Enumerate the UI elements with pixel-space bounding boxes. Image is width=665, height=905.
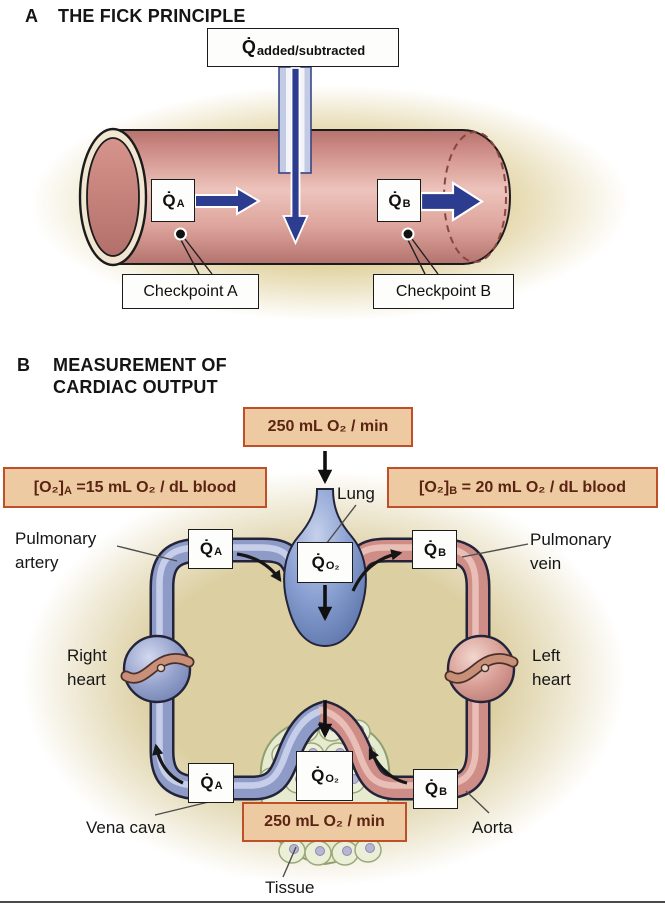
aorta-label: Aorta — [472, 818, 513, 837]
right-heart-pump — [120, 634, 195, 704]
qa-box-panel-a: Q̇A — [151, 179, 195, 222]
qo2-box-lung: Q̇O₂ — [297, 542, 353, 583]
q-added-subtracted-box: Q̇added/subtracted — [207, 28, 399, 67]
o2-concentration-a-box: [O₂]A =15 mL O₂ / dL blood — [3, 467, 267, 508]
qb-box-pulmonary: Q̇B — [412, 530, 457, 569]
cylinder-near-end-lumen — [86, 137, 140, 257]
q-added-symbol: Q̇ — [241, 37, 256, 57]
checkpoint-a-pointer — [180, 238, 213, 275]
panel-b-title-line1: MEASUREMENT OF — [53, 355, 227, 375]
o2-added-box: 250 mL O₂ / min — [243, 407, 413, 447]
tissue-label: Tissue — [265, 878, 315, 897]
o2-consumed-box: 250 mL O₂ / min — [242, 802, 407, 842]
qb-box-panel-a: Q̇B — [377, 179, 421, 222]
checkpoint-b-pointer — [407, 238, 439, 275]
panel-a-letter: A — [25, 6, 39, 26]
blood-flow-arrows — [152, 549, 408, 785]
checkpoint-b-label-box: Checkpoint B — [373, 274, 514, 309]
panel-b-title-line2: CARDIAC OUTPUT — [53, 377, 218, 397]
lung-label: Lung — [337, 484, 375, 503]
vena-cava-label: Vena cava — [86, 818, 166, 837]
checkpoint-a-label-box: Checkpoint A — [122, 274, 259, 309]
checkpoint-a-dot — [174, 227, 187, 241]
inflow-arrow-icon — [282, 67, 309, 246]
checkpoint-b-dot — [401, 227, 415, 241]
panel-a-title: THE FICK PRINCIPLE — [58, 6, 246, 26]
flow-arrow-qa-icon — [194, 186, 261, 216]
qa-box-pulmonary: Q̇A — [188, 529, 233, 569]
cylinder-far-end-dashed — [443, 131, 507, 263]
qa-box-systemic: Q̇A — [188, 763, 234, 803]
panel-b-letter: B — [17, 355, 31, 375]
qb-box-systemic: Q̇B — [413, 769, 458, 809]
qo2-box-tissue: Q̇O₂ — [296, 751, 353, 801]
flow-arrow-qb-icon — [419, 180, 485, 223]
o2-concentration-b-box: [O₂]B = 20 mL O₂ / dL blood — [387, 467, 658, 508]
left-heart-pump — [444, 634, 519, 704]
